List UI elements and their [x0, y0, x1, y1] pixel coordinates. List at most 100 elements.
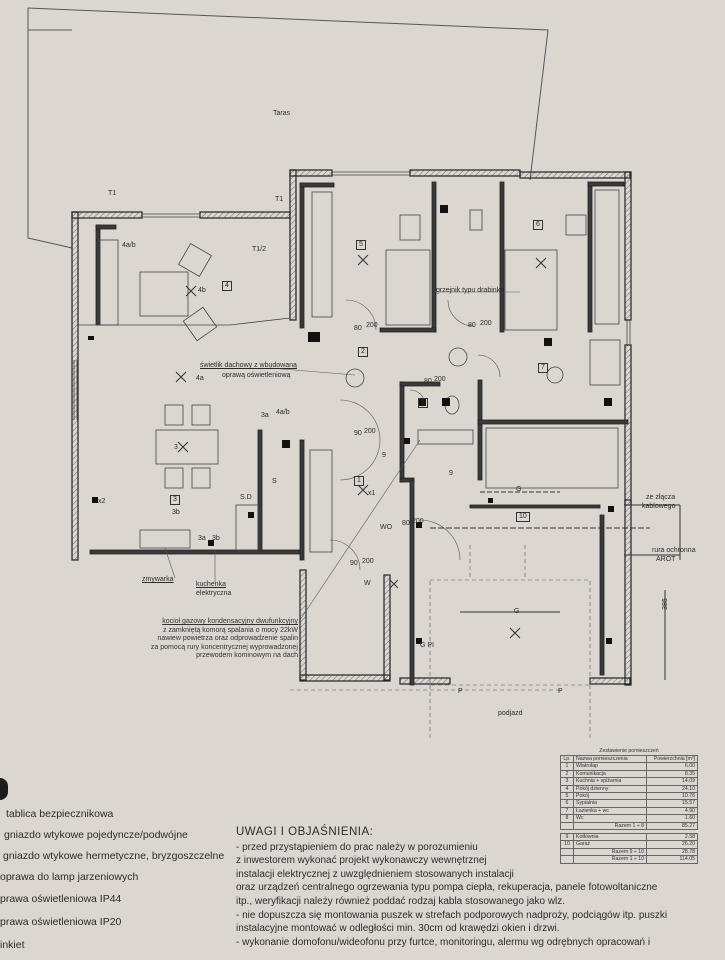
- skylight-label-2: oprawą oświetleniową: [222, 372, 291, 379]
- remarks-line: - nie dopuszcza się montowania puszek w …: [236, 909, 668, 921]
- door-dim-height-d: 200: [362, 558, 374, 565]
- t1-label-b: T1: [275, 196, 284, 203]
- table-cell: 3: [560, 777, 574, 786]
- cable-route: [430, 491, 681, 680]
- table-cell: 4.90: [646, 806, 698, 816]
- room-5-label: 5: [356, 240, 366, 250]
- room-3a-label: 3a: [261, 412, 269, 419]
- table-cell: 6.00: [646, 762, 698, 771]
- room-3-light-label: 3: [174, 444, 178, 451]
- table-cell: Wc: [573, 814, 647, 823]
- room-6-label: 6: [533, 220, 543, 230]
- room-4-label: 4: [222, 281, 232, 291]
- room-4a-b-label-2: 4a/b: [276, 409, 290, 416]
- table-cell: 114.05: [646, 855, 698, 864]
- legend-bullet-icon: [0, 778, 8, 800]
- remarks-title: UWAGI I OBJAŚNIENIA:: [236, 826, 374, 838]
- remarks-line: - wykonanie domofonu/wideofonu przy furt…: [236, 936, 651, 948]
- table-cell: Pokój dzienny: [573, 784, 647, 794]
- terrace-label: Taras: [273, 110, 291, 117]
- door-dim-width-d: 90: [350, 560, 358, 567]
- remarks-section: UWAGI I OBJAŚNIENIA: - przed przystąpien…: [236, 826, 725, 949]
- wo-label: WO: [380, 524, 393, 531]
- table-cell: 8.35: [646, 769, 698, 779]
- table-cell: 6: [560, 799, 574, 808]
- table-cell: 15.57: [646, 799, 698, 808]
- legend-item: gniazdo wtykowe hermetyczne, bryzgoszcze…: [3, 850, 225, 862]
- table-cell: 2: [560, 769, 574, 779]
- terrace-outline: [27, 7, 549, 249]
- table-cell: 8: [560, 814, 574, 823]
- door-dim-height-c: 200: [364, 428, 376, 435]
- table-cell: Kuchnia + spiżarnia: [573, 777, 647, 786]
- door-dim-height-f: 200: [412, 518, 424, 525]
- dimension-385: 385: [661, 598, 669, 610]
- ceiling-lights: [175, 254, 547, 639]
- table-cell: Sypialnia: [573, 799, 647, 808]
- room-7-label: 7: [538, 363, 548, 373]
- room-schedule-table: Zestawienie pomieszczeń Lp. Nazwa pomies…: [560, 747, 698, 864]
- p-label-2: P: [558, 688, 563, 695]
- table-cell: Łazienka + wc: [573, 806, 647, 816]
- legend-item: gniazdo wtykowe pojedyncze/podwójne: [4, 829, 188, 841]
- electrical-symbols: [88, 205, 614, 644]
- gas-label-2: G: [514, 608, 520, 615]
- room-10-label: 10: [516, 512, 530, 522]
- cable-label: ze złącza: [646, 494, 676, 501]
- t1-label-a: T1: [108, 190, 117, 197]
- legend-item: prawa oświetleniowa IP44: [0, 893, 122, 905]
- boiler-note-line: za pomocą rury koncentrycznej wyprowadzo…: [150, 643, 298, 651]
- table-cell: Nazwa pomieszczenia: [573, 754, 647, 764]
- ladder-radiator-label: grzejnik typu drabinka: [436, 287, 505, 294]
- remarks-line: instalacji elektrycznej z uwzględnieniem…: [236, 868, 514, 880]
- table-cell: Lp.: [560, 754, 574, 764]
- table-cell: 4: [560, 784, 574, 794]
- door-dim-width-e: 80: [424, 378, 432, 385]
- pipe-label-2: AROT: [656, 556, 676, 563]
- cooker-label: kuchenka: [196, 581, 226, 588]
- furniture: [99, 209, 621, 551]
- table-cell: 85.27: [646, 821, 698, 831]
- room-9-label: 9: [382, 452, 386, 459]
- table-cell: 24.10: [646, 784, 698, 794]
- table-cell: Wiatrołap: [573, 762, 647, 771]
- legend-item: oprawa do lamp jarzeniowych: [0, 871, 139, 883]
- door-dim-height-b: 200: [480, 320, 492, 327]
- window-openings: [73, 171, 631, 553]
- room-2-label: 2: [358, 347, 368, 357]
- inner-walls: [89, 181, 629, 686]
- boiler-note-line: przewodem kominowym na dach: [196, 652, 298, 659]
- pipe-label: rura ochronna: [652, 547, 696, 554]
- legend-item: tablica bezpiecznikowa: [6, 808, 114, 820]
- door-swings: [329, 299, 501, 571]
- dishwasher-label: zmywarka: [142, 576, 174, 583]
- room-4a-label: 4a: [196, 375, 204, 382]
- sd-label: S.D: [240, 494, 252, 501]
- room-9b-label: 9: [449, 470, 453, 477]
- t1-2-label: T1/2: [252, 246, 267, 253]
- remarks-line: itp., weryfikacji należy również poddać …: [236, 895, 566, 907]
- remarks-line: oraz urządzeń centralnego ogrzewania typ…: [236, 882, 658, 894]
- outer-walls: [71, 169, 632, 686]
- boiler-note: kocioł gazowy kondensacyjny dwufunkcyjny…: [60, 618, 298, 661]
- gas-label-1: G: [516, 486, 522, 493]
- s-label: S: [272, 478, 277, 485]
- p-label-1: P: [458, 688, 463, 695]
- remarks-line: - przed przystąpieniem do prac należy w …: [236, 841, 478, 853]
- door-dim-width-f: 80: [402, 520, 410, 527]
- boiler-note-line: kocioł gazowy kondensacyjny dwufunkcyjny: [162, 618, 298, 625]
- table-cell: Komunikacja: [573, 769, 647, 779]
- room-table-title: Zestawienie pomieszczeń: [599, 748, 659, 754]
- table-cell: Pokój: [573, 792, 647, 801]
- door-dim-height-e: 200: [434, 376, 446, 383]
- x2-label: x2: [98, 498, 106, 505]
- room-3-label: 3: [170, 495, 180, 505]
